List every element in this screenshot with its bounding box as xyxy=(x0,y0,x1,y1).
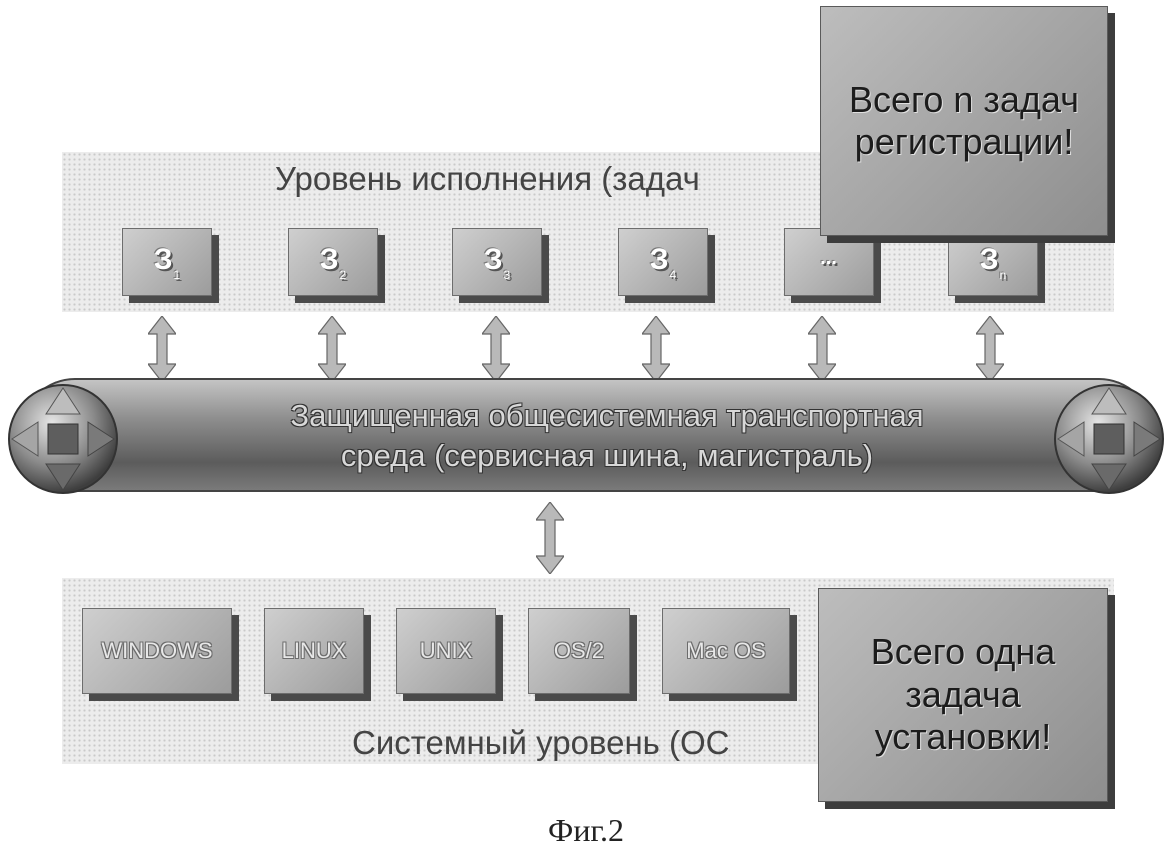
task-label: Зn xyxy=(980,243,1006,282)
double-arrow-icon xyxy=(148,316,176,382)
registration-callout-text: Всего n задач регистрации! xyxy=(821,79,1107,164)
execution-layer-title: Уровень исполнения (задач xyxy=(275,160,700,198)
os-box-windows: WINDOWS xyxy=(82,608,232,694)
installation-callout-text: Всего одна задача установки! xyxy=(819,631,1107,758)
os-label: Mac OS xyxy=(686,638,765,664)
bus-text-line2: среда (сервисная шина, магистраль) xyxy=(132,436,1082,476)
task-label: З2 xyxy=(320,243,346,282)
os-label: WINDOWS xyxy=(101,638,212,664)
os-label: LINUX xyxy=(282,638,347,664)
os-box-unix: UNIX xyxy=(396,608,496,694)
double-arrow-icon xyxy=(536,502,564,574)
os-box-linux: LINUX xyxy=(264,608,364,694)
bus-end-right-icon xyxy=(1050,380,1168,498)
double-arrow-icon xyxy=(318,316,346,382)
system-layer-title: Системный уровень (ОС xyxy=(352,724,730,762)
double-arrow-icon xyxy=(482,316,510,382)
figure-caption: Фиг.2 xyxy=(0,812,1172,849)
task-box-3: З3 xyxy=(452,228,542,296)
os-box-os2: OS/2 xyxy=(528,608,630,694)
transport-bus: Защищенная общесистемная транспортная ср… xyxy=(20,378,1154,492)
task-label: З3 xyxy=(484,243,510,282)
task-label: З4 xyxy=(650,243,676,282)
task-box-4: З4 xyxy=(618,228,708,296)
os-label: OS/2 xyxy=(554,638,604,664)
os-label: UNIX xyxy=(420,638,473,664)
double-arrow-icon xyxy=(808,316,836,382)
os-box-macos: Mac OS xyxy=(662,608,790,694)
task-box-2: З2 xyxy=(288,228,378,296)
task-box-1: З1 xyxy=(122,228,212,296)
bus-text-line1: Защищенная общесистемная транспортная xyxy=(132,396,1082,436)
task-box-n: Зn xyxy=(948,228,1038,296)
task-label: З1 xyxy=(154,243,180,282)
registration-callout: Всего n задач регистрации! xyxy=(820,6,1108,236)
double-arrow-icon xyxy=(642,316,670,382)
task-box-ellipsis: ... xyxy=(784,228,874,296)
bus-end-left-icon xyxy=(4,380,122,498)
installation-callout: Всего одна задача установки! xyxy=(818,588,1108,802)
double-arrow-icon xyxy=(976,316,1004,382)
task-label: ... xyxy=(820,247,838,277)
